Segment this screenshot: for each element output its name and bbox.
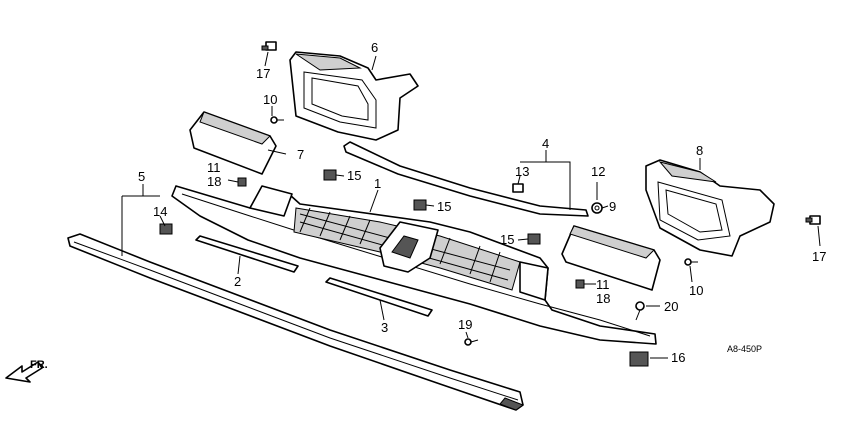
callout-13: 13 [515, 164, 529, 179]
diagram-code: A8-450P [727, 344, 762, 354]
callout-17-right: 17 [812, 249, 826, 264]
callout-10-right: 10 [689, 283, 703, 298]
front-direction-arrow-icon [5, 361, 43, 383]
callout-19: 19 [458, 317, 472, 332]
callout-17-left: 17 [256, 66, 270, 81]
callout-7: 7 [297, 147, 304, 162]
screw-part-10-right-icon [684, 258, 698, 266]
screw-part-10-left-icon [270, 116, 284, 124]
clip-part-18-right-icon [575, 279, 585, 289]
main-grille [171, 185, 657, 345]
callout-14: 14 [153, 204, 167, 219]
right-garnish-part-9 [561, 225, 661, 291]
leader-lines [121, 51, 821, 359]
callout-5: 5 [138, 169, 145, 184]
clip-part-16-icon [629, 351, 649, 367]
left-garnish-part-7 [189, 111, 277, 175]
callout-18-left: 18 [207, 174, 221, 189]
clip-part-13-icon [512, 183, 524, 193]
callout-10-left: 10 [263, 92, 277, 107]
clip-part-14-icon [159, 223, 173, 235]
callout-12: 12 [591, 164, 605, 179]
callout-15-b: 15 [437, 199, 451, 214]
fasteners [159, 41, 821, 367]
strip-part-3 [325, 277, 433, 317]
clip-part-18-left-icon [237, 177, 247, 187]
callout-3: 3 [381, 320, 388, 335]
screw-part-19-icon [464, 338, 479, 346]
direction-label: FR. [30, 359, 48, 371]
callout-labels: 1 2 3 4 5 6 7 8 9 10 10 11 11 12 13 14 1… [30, 40, 826, 371]
callout-2: 2 [234, 274, 241, 289]
clip-part-15a-icon [323, 169, 337, 181]
callout-4: 4 [542, 136, 549, 151]
callout-9: 9 [609, 199, 616, 214]
left-bracket-part-6 [289, 51, 419, 141]
callout-1: 1 [374, 176, 381, 191]
right-bracket-part-8 [645, 159, 775, 257]
callout-6: 6 [371, 40, 378, 55]
nut-part-12-icon [591, 202, 603, 214]
callout-18-right: 18 [596, 291, 610, 306]
lower-molding-strip [67, 233, 525, 411]
callout-15-c: 15 [500, 232, 514, 247]
callout-15-a: 15 [347, 168, 361, 183]
screw-part-20-icon [635, 301, 645, 321]
strip-part-2 [195, 235, 299, 273]
clip-part-17-right-icon [805, 215, 821, 225]
clip-part-15c-icon [527, 233, 541, 245]
callout-16: 16 [671, 350, 685, 365]
callout-11-left: 11 [207, 160, 221, 175]
callout-11-right: 11 [596, 277, 610, 292]
callout-20: 20 [664, 299, 678, 314]
rod-part-4 [343, 141, 589, 217]
clip-part-15b-icon [413, 199, 427, 211]
callout-8: 8 [696, 143, 703, 158]
clip-part-17-left-icon [261, 41, 277, 51]
